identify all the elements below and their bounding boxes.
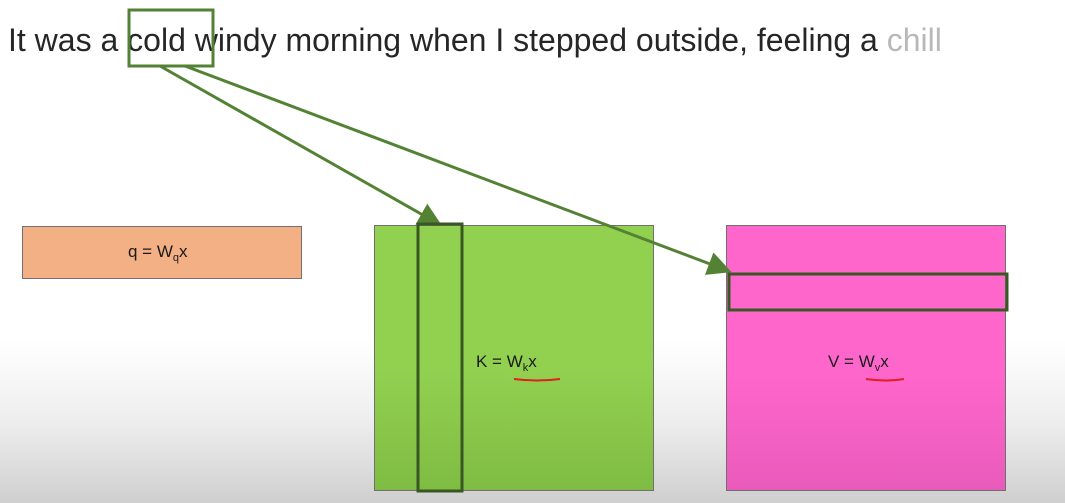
value-matrix-box — [726, 225, 1006, 491]
query-formula-lhs: q = W — [128, 242, 173, 261]
query-box — [22, 226, 302, 279]
query-formula-sub: q — [172, 252, 179, 264]
sentence-after: windy morning when I stepped outside, fe… — [185, 22, 887, 58]
highlighted-word: cold — [127, 22, 186, 58]
word-highlight-box — [127, 8, 215, 68]
key-weight-underline — [513, 378, 561, 382]
key-formula-lhs: K = W — [476, 352, 523, 371]
value-row-highlight — [727, 272, 1009, 312]
sentence: It was a cold windy morning when I stepp… — [8, 20, 942, 60]
key-matrix-box — [374, 225, 654, 491]
query-formula: q = Wqx — [128, 242, 188, 264]
key-column-highlight — [416, 222, 464, 493]
key-formula-rhs: x — [528, 352, 537, 371]
value-weight-underline — [865, 378, 905, 382]
arrow-to-key-column — [159, 64, 443, 226]
arrow-to-value-row — [184, 64, 732, 275]
value-formula-sub: v — [874, 362, 881, 374]
query-formula-rhs: x — [179, 242, 188, 261]
faded-word: chill — [886, 22, 942, 58]
value-formula-rhs: x — [880, 352, 889, 371]
key-formula: K = Wkx — [476, 352, 537, 374]
sentence-before: It was a — [8, 22, 128, 58]
value-formula: V = Wvx — [828, 352, 889, 374]
value-formula-lhs: V = W — [828, 352, 875, 371]
key-formula-sub: k — [522, 362, 529, 374]
